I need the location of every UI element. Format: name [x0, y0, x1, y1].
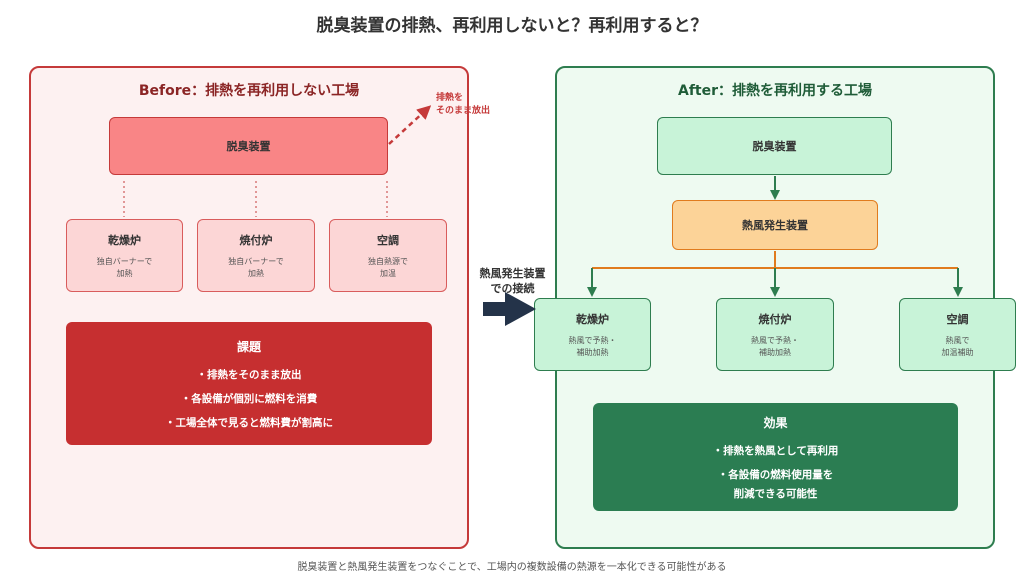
- after-deodorizer-box: 脱臭装置: [657, 117, 892, 175]
- before-equipment-aircon: 空調 独自熱源で 加温: [329, 219, 447, 292]
- before-deodorizer-label: 脱臭装置: [226, 140, 271, 153]
- effects-block: 効果 ・排熱を熱風として再利用 ・各設備の燃料使用量を 削減できる可能性: [593, 403, 958, 511]
- issue-item: ・各設備が個別に燃料を消費: [180, 392, 318, 405]
- effects-title: 効果: [763, 415, 788, 430]
- footer-caption: 脱臭装置と熱風発生装置をつなぐことで、工場内の複数設備の熱源を一本化できる可能性…: [297, 561, 727, 573]
- equipment-sub-2: 加熱: [248, 268, 264, 278]
- hot-air-generator-label: 熱風発生装置: [742, 219, 808, 232]
- effect-item: 削減できる可能性: [733, 487, 818, 500]
- before-panel-title: Before：排熱を再利用しない工場: [138, 83, 360, 99]
- equipment-name: 空調: [946, 312, 969, 326]
- equipment-sub-1: 熱風で予熱・: [568, 335, 617, 345]
- issue-item: ・工場全体で見ると燃料費が割高に: [165, 416, 333, 429]
- before-equipment-baking: 焼付炉 独自バーナーで 加熱: [197, 219, 315, 292]
- effect-item: ・各設備の燃料使用量を: [717, 468, 834, 481]
- big-connector-arrow: [483, 292, 536, 326]
- equipment-sub-1: 独自熱源で: [368, 256, 408, 266]
- before-deodorizer-box: 脱臭装置: [109, 117, 388, 175]
- equipment-name: 焼付炉: [239, 233, 273, 247]
- equipment-sub-1: 熱風で予熱・: [751, 335, 799, 345]
- exhaust-note-line-2: そのまま放出: [436, 106, 491, 116]
- equipment-sub-2: 加温補助: [941, 347, 974, 357]
- connector-label: 熱風発生装置 での接続: [470, 266, 555, 296]
- connector-label-line-1: 熱風発生装置: [479, 267, 546, 280]
- equipment-sub-2: 加熱: [116, 268, 133, 278]
- equipment-sub-2: 補助加熱: [576, 347, 609, 357]
- issue-item: ・排熱をそのまま放出: [196, 368, 302, 381]
- equipment-sub-2: 補助加熱: [759, 347, 791, 357]
- equipment-sub-2: 加温: [380, 268, 396, 278]
- effect-item: ・排熱を熱風として再利用: [712, 444, 839, 457]
- hot-air-generator-box: 熱風発生装置: [672, 200, 878, 250]
- equipment-sub-1: 独自バーナーで: [96, 256, 153, 266]
- equipment-name: 乾燥炉: [576, 312, 609, 326]
- equipment-name: 乾燥炉: [108, 233, 141, 247]
- equipment-name: 焼付炉: [758, 312, 792, 326]
- after-equipment-aircon: 空調 熱風で 加温補助: [899, 298, 1016, 371]
- equipment-name: 空調: [377, 233, 399, 247]
- page-title: 脱臭装置の排熱、再利用しないと？再利用すると？: [316, 15, 708, 36]
- equipment-sub-1: 熱風で: [945, 335, 970, 345]
- connector-label-line-2: での接続: [490, 282, 535, 295]
- issues-block: 課題 ・排熱をそのまま放出 ・各設備が個別に燃料を消費 ・工場全体で見ると燃料費…: [66, 322, 432, 445]
- exhaust-note: 排熱を そのまま放出: [436, 92, 526, 118]
- issues-title: 課題: [236, 339, 261, 354]
- after-deodorizer-label: 脱臭装置: [752, 140, 797, 153]
- after-equipment-baking: 焼付炉 熱風で予熱・ 補助加熱: [716, 298, 834, 371]
- equipment-sub-1: 独自バーナーで: [228, 256, 284, 266]
- after-equipment-dryer: 乾燥炉 熱風で予熱・ 補助加熱: [534, 298, 651, 371]
- after-panel-title: After：排熱を再利用する工場: [677, 83, 873, 99]
- before-equipment-dryer: 乾燥炉 独自バーナーで 加熱: [66, 219, 183, 292]
- exhaust-note-line-1: 排熱を: [436, 93, 464, 103]
